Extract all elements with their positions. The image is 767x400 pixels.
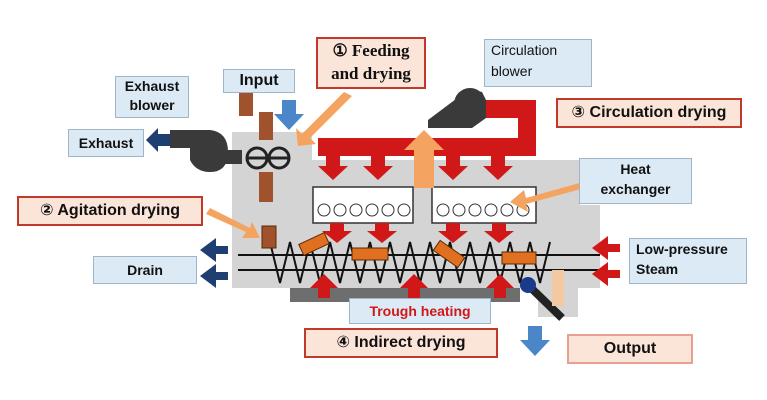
indirect-drying-text: ④ Indirect drying <box>336 334 466 351</box>
input-down-arrow <box>274 100 304 130</box>
rotary-valve-icon <box>245 146 291 170</box>
hot-air-down-arrows <box>318 156 513 180</box>
indirect-drying-callout: ④ Indirect drying <box>304 328 498 358</box>
agitation-pointer <box>206 208 260 238</box>
exhaust-blower-line1: Exhaust <box>124 78 180 94</box>
heat-exchanger-line2: exchanger <box>600 181 671 197</box>
trough-heat-arrows <box>310 274 514 298</box>
drain-label-text: Drain <box>127 262 163 278</box>
trough-heating-text: Trough heating <box>369 303 471 319</box>
output-label-text: Output <box>603 340 657 357</box>
circulation-drying-text: ③ Circulation drying <box>571 104 727 121</box>
low-pressure-line1: Low-pressure <box>636 241 728 257</box>
input-label: Input <box>223 69 295 93</box>
agitation-drying-text: ② Agitation drying <box>39 202 181 219</box>
exchanger-down-arrows <box>322 223 514 243</box>
circulation-blower-line2: blower <box>491 63 533 79</box>
exhaust-blower-line2: blower <box>129 97 175 113</box>
heat-exchanger-line1: Heat <box>620 161 651 177</box>
feeding-drying-callout: ① Feeding and drying <box>316 37 426 89</box>
trough-heating-label: Trough heating <box>349 298 491 324</box>
circulation-blower-label: Circulation blower <box>484 39 592 87</box>
low-pressure-steam-label: Low-pressure Steam <box>629 238 747 284</box>
drain-arrows <box>200 238 228 288</box>
exhaust-label-text: Exhaust <box>78 135 134 151</box>
screw-shaft <box>238 241 600 284</box>
low-pressure-line2: Steam <box>636 261 679 277</box>
air-up-arrow <box>404 130 444 188</box>
circulation-drying-callout: ③ Circulation drying <box>556 98 742 128</box>
output-chute-pipe <box>552 270 564 306</box>
feeding-pointer <box>296 92 352 146</box>
output-label: Output <box>567 334 693 364</box>
material-pieces <box>261 225 537 269</box>
drain-label: Drain <box>93 256 197 284</box>
agitation-drying-callout: ② Agitation drying <box>17 196 203 226</box>
output-down-arrow <box>520 326 550 356</box>
feed-pipe <box>239 92 273 202</box>
exhaust-label: Exhaust <box>68 129 144 157</box>
input-label-text: Input <box>239 72 279 89</box>
circulation-blower-line1: Circulation <box>491 42 558 58</box>
exhaust-blower-icon <box>170 130 242 172</box>
discharge-gate <box>520 277 565 321</box>
heat-exchanger-label: Heat exchanger <box>579 158 692 204</box>
heat-exchanger-pointer <box>510 180 592 212</box>
exhaust-blower-label: Exhaust blower <box>115 76 189 118</box>
feeding-line1: ① Feeding <box>332 41 410 60</box>
exhaust-arrow <box>146 128 170 152</box>
steam-arrows <box>592 236 620 286</box>
circulation-blower-icon <box>428 88 486 128</box>
feeding-line2: and drying <box>331 64 411 83</box>
heat-exchanger-left <box>312 186 414 224</box>
